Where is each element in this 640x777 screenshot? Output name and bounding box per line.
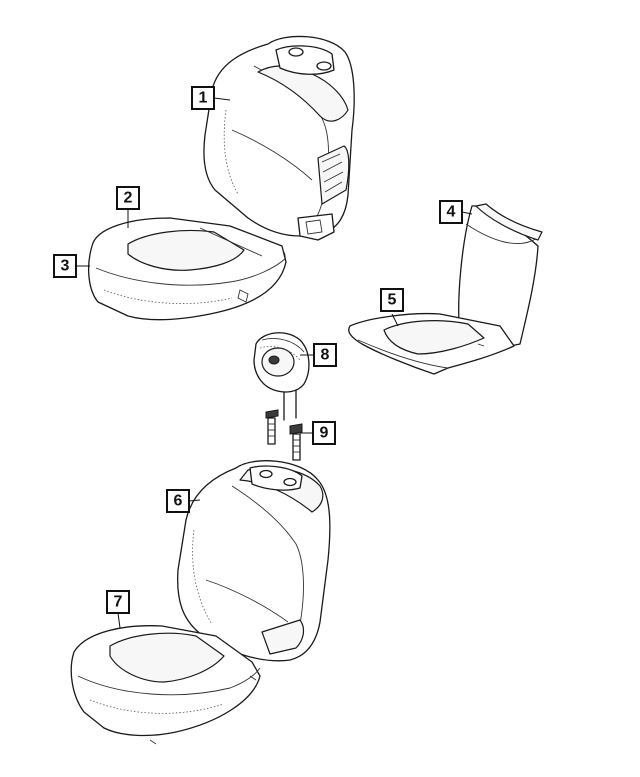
callout-8: 8 xyxy=(313,343,337,367)
callout-2-label: 2 xyxy=(124,190,133,207)
headrest xyxy=(253,332,310,421)
lower-seat-cushion xyxy=(87,217,287,321)
callout-5: 5 xyxy=(380,288,404,312)
callout-3-label: 3 xyxy=(61,258,70,275)
callout-6-label: 6 xyxy=(174,493,183,510)
callout-2: 2 xyxy=(116,186,140,210)
upper-seat-back xyxy=(203,35,355,241)
callout-4: 4 xyxy=(439,200,463,224)
callout-7: 7 xyxy=(106,590,130,614)
callout-5-label: 5 xyxy=(388,292,397,309)
callout-8-label: 8 xyxy=(321,347,330,364)
callout-6: 6 xyxy=(166,489,190,513)
callout-3: 3 xyxy=(53,254,77,278)
lower-seat-back xyxy=(177,460,331,662)
lower-seat-cushion-cover xyxy=(70,625,261,745)
leader-lines xyxy=(76,97,473,629)
callout-7-label: 7 xyxy=(114,594,123,611)
callout-1: 1 xyxy=(191,86,215,110)
callout-1-label: 1 xyxy=(199,90,208,107)
callout-9: 9 xyxy=(312,421,336,445)
seat-base-panel xyxy=(348,312,515,375)
callout-4-label: 4 xyxy=(447,204,456,221)
headrest-guides xyxy=(265,409,303,461)
seat-back-panel xyxy=(458,203,543,347)
callout-9-label: 9 xyxy=(320,425,329,442)
